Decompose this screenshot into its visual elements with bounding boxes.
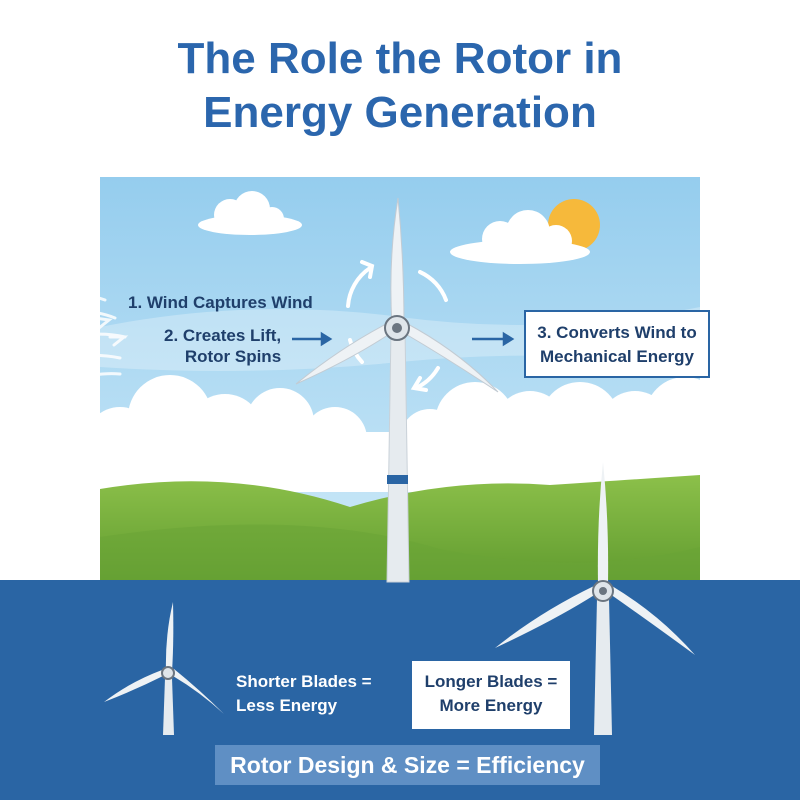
wind-turbine-icon xyxy=(295,197,499,583)
long-blades-line-2: More Energy xyxy=(439,696,543,715)
step-3-line-1: 3. Converts Wind to xyxy=(537,323,697,342)
title-line-1: The Role the Rotor in xyxy=(177,34,623,83)
step-2-line-1: 2. Creates Lift, xyxy=(164,326,282,345)
step-3-line-2: Mechanical Energy xyxy=(539,347,694,366)
cloud-icon xyxy=(450,210,590,264)
long-blades-box: Longer Blades = More Energy xyxy=(412,661,570,729)
right-arrow-icon xyxy=(292,331,333,347)
wind-turbine-icon xyxy=(104,602,224,735)
title-line-2: Energy Generation xyxy=(203,88,597,137)
cloud-icon xyxy=(198,191,302,235)
wind-icon xyxy=(46,293,129,382)
short-blades-line-2: Less Energy xyxy=(236,696,338,715)
step-1-label: 1. Wind Captures Wind xyxy=(128,293,313,312)
right-arrow-icon xyxy=(472,331,515,347)
short-blades-line-1: Shorter Blades = xyxy=(236,672,372,691)
wind-turbine-icon xyxy=(495,462,695,735)
step-2-line-2: Rotor Spins xyxy=(184,347,282,366)
long-blades-line-1: Longer Blades = xyxy=(424,672,558,691)
efficiency-banner: Rotor Design & Size = Efficiency xyxy=(215,745,600,785)
page-title: The Role the Rotor in Energy Generation xyxy=(0,32,800,140)
step-2-label: 2. Creates Lift, Rotor Spins xyxy=(164,325,281,367)
step-3-box: 3. Converts Wind to Mechanical Energy xyxy=(524,310,710,378)
short-blades-label: Shorter Blades = Less Energy xyxy=(236,670,372,718)
